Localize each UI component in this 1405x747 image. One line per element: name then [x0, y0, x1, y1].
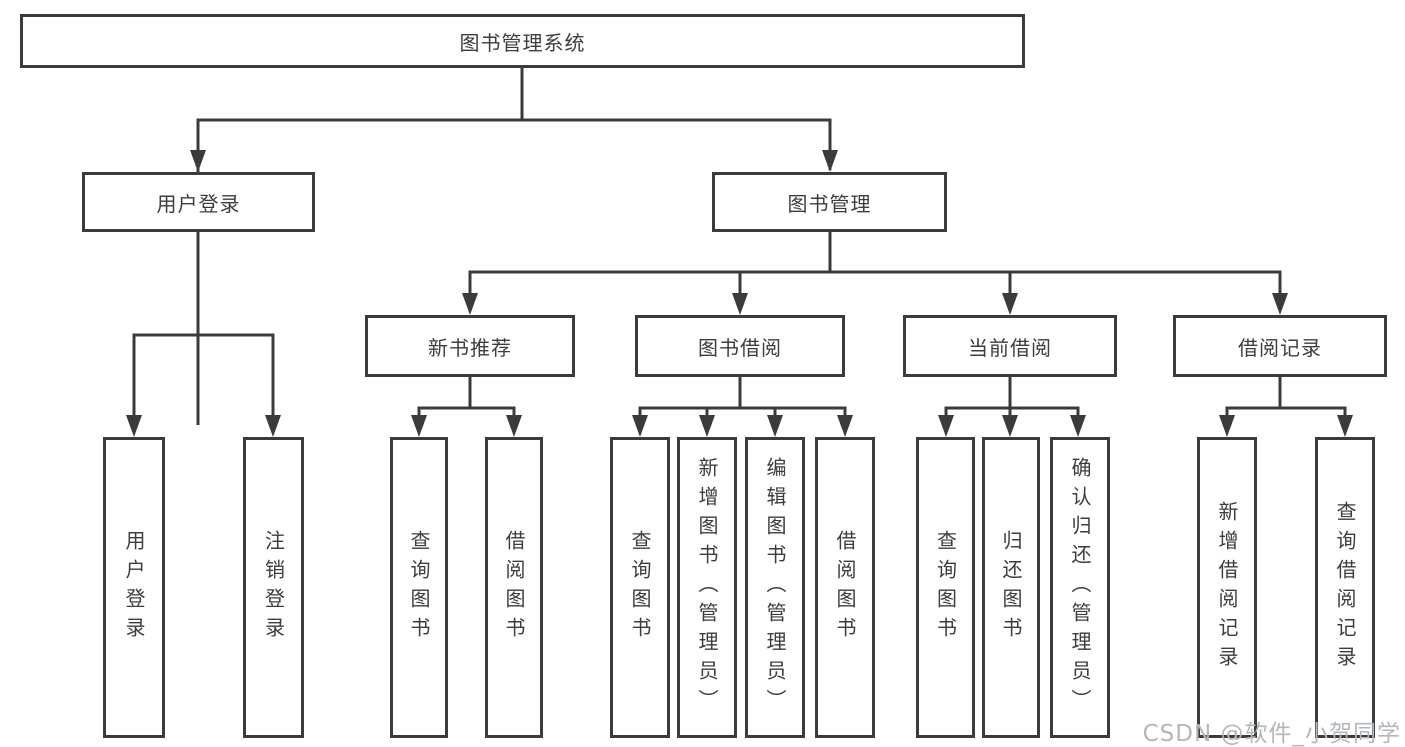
leaf-borrow-books-recommend: 借阅图书 — [485, 437, 543, 738]
leaf-query-books-borrowing: 查询图书 — [610, 437, 670, 738]
node-label: 用户登录 — [122, 529, 146, 646]
node-book-borrowing: 图书借阅 — [635, 315, 845, 377]
node-label: 新书推荐 — [428, 335, 512, 360]
node-label: 用户登录 — [156, 191, 241, 216]
node-label: 查询图书 — [933, 529, 958, 646]
node-label: 借阅图书 — [833, 529, 857, 646]
leaf-return-books: 归还图书 — [982, 437, 1040, 738]
node-label: 查询图书 — [407, 529, 431, 646]
leaf-query-borrow-record: 查询借阅记录 — [1315, 437, 1375, 738]
node-label: 归还图书 — [999, 529, 1023, 646]
node-label: 新增借阅记录 — [1215, 500, 1239, 675]
node-label: 编辑图书（管理员） — [763, 457, 787, 718]
leaf-query-books-recommend: 查询图书 — [390, 437, 448, 738]
node-label: 借阅图书 — [502, 529, 526, 646]
leaf-query-books-current: 查询图书 — [916, 437, 975, 738]
node-label: 确认归还（管理员） — [1068, 457, 1092, 718]
node-label: 图书管理 — [787, 191, 872, 216]
node-current-borrowing: 当前借阅 — [903, 315, 1117, 377]
leaf-user-login: 用户登录 — [103, 437, 165, 738]
node-label: 图书管理系统 — [459, 30, 586, 55]
leaf-logout: 注销登录 — [243, 437, 304, 738]
leaf-add-borrow-record: 新增借阅记录 — [1197, 437, 1257, 738]
node-label: 借阅记录 — [1238, 335, 1322, 360]
node-label: 查询借阅记录 — [1333, 500, 1357, 675]
node-user-login: 用户登录 — [82, 172, 315, 232]
leaf-confirm-return-admin: 确认归还（管理员） — [1050, 437, 1110, 738]
csdn-watermark: CSDN @软件_小贺同学 — [1142, 721, 1401, 747]
leaf-borrow-books-borrowing: 借阅图书 — [815, 437, 875, 738]
arrowhead-icons — [126, 150, 1353, 437]
node-label: 新增图书（管理员） — [695, 457, 719, 718]
node-label: 注销登录 — [261, 529, 286, 646]
node-label: 当前借阅 — [968, 335, 1052, 360]
node-borrowing-records: 借阅记录 — [1173, 315, 1387, 377]
node-new-book-recommend: 新书推荐 — [365, 315, 575, 377]
node-label: 查询图书 — [628, 529, 652, 646]
node-library-system: 图书管理系统 — [20, 14, 1025, 68]
leaf-add-books-admin: 新增图书（管理员） — [677, 437, 737, 738]
node-book-management: 图书管理 — [712, 172, 947, 232]
node-label: 图书借阅 — [698, 335, 782, 360]
leaf-edit-books-admin: 编辑图书（管理员） — [745, 437, 805, 738]
